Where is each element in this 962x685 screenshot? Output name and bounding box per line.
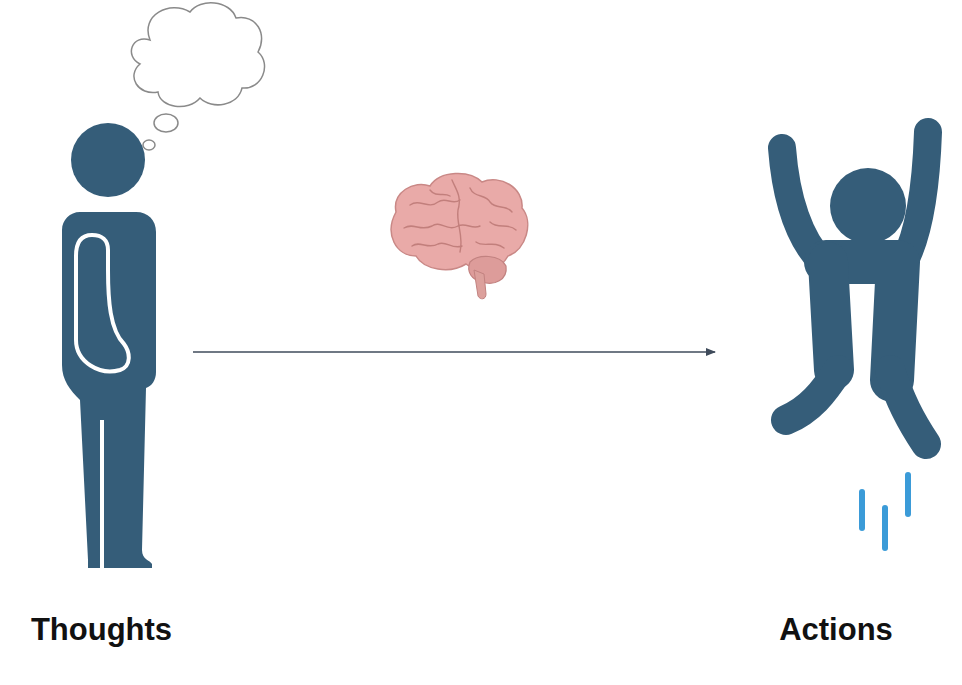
thinking-figure bbox=[62, 123, 156, 568]
figure-label: Thoughts bbox=[10, 612, 193, 648]
figure-label: Actions bbox=[715, 612, 957, 648]
jumping-figure bbox=[782, 132, 928, 548]
thought-bubble bbox=[131, 3, 264, 150]
arrow-connector bbox=[193, 351, 715, 353]
figure-node: Actions bbox=[715, 0, 957, 670]
brain-icon bbox=[391, 173, 527, 298]
figure-node: Thoughts bbox=[10, 0, 193, 670]
